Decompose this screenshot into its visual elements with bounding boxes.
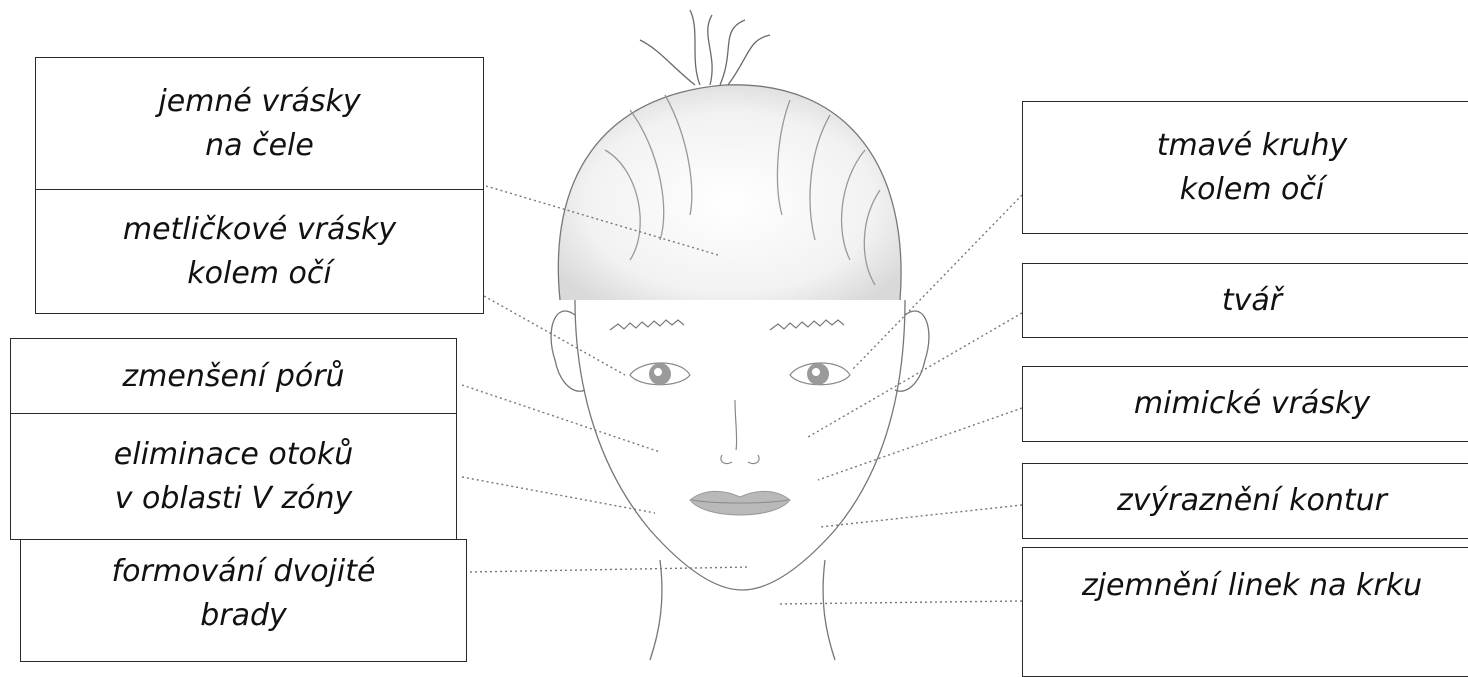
label-pore-reduction: zmenšení pórů [10,338,457,415]
label-line: jemné vrásky [158,80,360,124]
hair [558,10,901,300]
label-line: zmenšení pórů [122,355,344,399]
face-outline [551,300,929,660]
label-double-chin: formování dvojité brady [20,539,467,662]
label-line: v oblasti V zóny [114,477,353,521]
label-line: na čele [158,124,360,168]
label-line: metličkové vrásky [123,208,396,252]
label-expression-wrinkles: mimické vrásky [1022,366,1468,442]
label-line: zvýraznění kontur [1117,479,1387,523]
label-line: tmavé kruhy [1157,124,1348,168]
label-contour-definition: zvýraznění kontur [1022,463,1468,539]
label-line: brady [112,594,376,638]
label-crows-feet: metličkové vrásky kolem očí [35,189,484,314]
label-line: kolem očí [123,252,396,296]
label-line: formování dvojité [112,550,376,594]
label-swelling-v-zone: eliminace otoků v oblasti V zóny [10,413,457,540]
nose [721,400,759,464]
eyebrows [610,320,844,330]
label-face: tvář [1022,263,1468,338]
label-line: tvář [1222,279,1282,323]
label-neck-lines: zjemnění linek na krku [1022,547,1468,677]
eyes [630,363,850,385]
label-line: kolem očí [1157,168,1348,212]
label-line: zjemnění linek na krku [1082,564,1422,608]
label-line: eliminace otoků [114,433,353,477]
label-forehead-wrinkles: jemné vrásky na čele [35,57,484,190]
label-line: mimické vrásky [1134,382,1370,426]
label-dark-circles: tmavé kruhy kolem očí [1022,101,1468,234]
